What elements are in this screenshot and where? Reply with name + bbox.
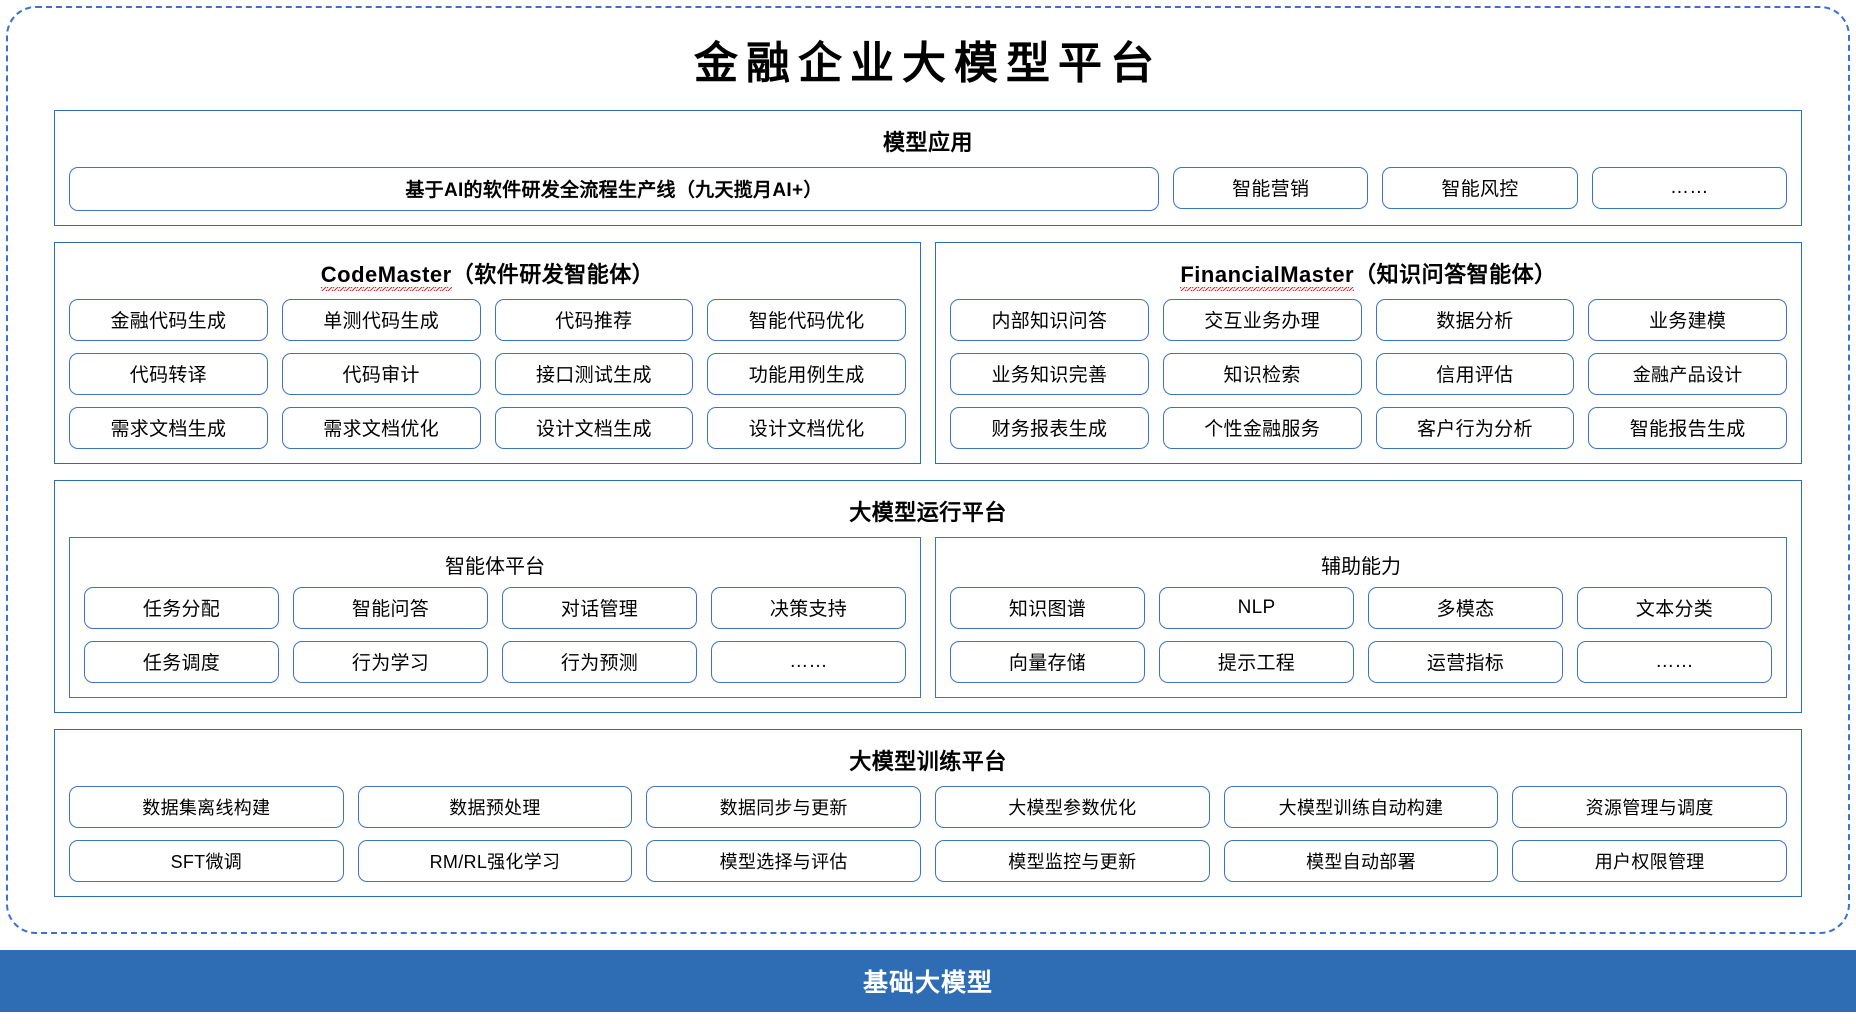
section-agents: CodeMaster（软件研发智能体） 金融代码生成 单测代码生成 代码推荐 智…: [54, 241, 1802, 464]
subpanel-auxiliary-capabilities: 辅助能力 知识图谱 NLP 多模态 文本分类 向量存储 提示工程 运营指标 ……: [935, 536, 1787, 698]
codemaster-row-3: 需求文档生成 需求文档优化 设计文档生成 设计文档优化: [69, 406, 906, 449]
auxiliary-row-1: 知识图谱 NLP 多模态 文本分类: [950, 586, 1772, 629]
agent-platform-item[interactable]: 智能问答: [293, 586, 488, 629]
training-item[interactable]: 数据同步与更新: [646, 785, 921, 828]
financialmaster-item[interactable]: 金融产品设计: [1588, 352, 1787, 395]
auxiliary-item[interactable]: 提示工程: [1159, 640, 1354, 683]
app-item-more[interactable]: ……: [1591, 166, 1787, 209]
training-item[interactable]: 大模型参数优化: [934, 785, 1210, 828]
financialmaster-item[interactable]: 交互业务办理: [1162, 298, 1362, 341]
panel-codemaster: CodeMaster（软件研发智能体） 金融代码生成 单测代码生成 代码推荐 智…: [54, 241, 921, 464]
agent-platform-item[interactable]: 对话管理: [502, 586, 697, 629]
financialmaster-row-1: 内部知识问答 交互业务办理 数据分析 业务建模: [950, 298, 1787, 341]
agent-platform-item[interactable]: 行为预测: [502, 640, 697, 683]
training-item[interactable]: SFT微调: [69, 839, 344, 882]
financialmaster-row-3: 财务报表生成 个性金融服务 客户行为分析 智能报告生成: [950, 406, 1787, 449]
model-application-row: 基于AI的软件研发全流程生产线（九天揽月AI+） 智能营销 智能风控 ……: [69, 166, 1787, 211]
agent-platform-row-2: 任务调度 行为学习 行为预测 ……: [84, 640, 906, 683]
auxiliary-item[interactable]: 运营指标: [1368, 640, 1563, 683]
auxiliary-item[interactable]: 多模态: [1368, 586, 1563, 629]
training-item[interactable]: 模型监控与更新: [934, 839, 1210, 882]
financialmaster-item[interactable]: 业务知识完善: [950, 352, 1149, 395]
training-item[interactable]: 用户权限管理: [1512, 839, 1787, 882]
financialmaster-item[interactable]: 客户行为分析: [1375, 406, 1575, 449]
agent-platform-item[interactable]: 决策支持: [711, 586, 906, 629]
training-item[interactable]: 模型自动部署: [1223, 839, 1499, 882]
agent-platform-item[interactable]: 任务分配: [84, 586, 279, 629]
training-item[interactable]: 大模型训练自动构建: [1223, 785, 1499, 828]
financialmaster-item[interactable]: 业务建模: [1588, 298, 1787, 341]
codemaster-row-2: 代码转译 代码审计 接口测试生成 功能用例生成: [69, 352, 906, 395]
auxiliary-item[interactable]: NLP: [1159, 586, 1354, 629]
agent-name-financialmaster: FinancialMaster: [1180, 261, 1355, 291]
app-banner-ai-pipeline[interactable]: 基于AI的软件研发全流程生产线（九天揽月AI+）: [69, 166, 1159, 211]
codemaster-item[interactable]: 接口测试生成: [494, 352, 694, 395]
auxiliary-item[interactable]: 知识图谱: [950, 586, 1145, 629]
codemaster-item[interactable]: 代码转译: [69, 352, 268, 395]
subpanel-agent-platform: 智能体平台 任务分配 智能问答 对话管理 决策支持 任务调度 行为学习 行为预测…: [69, 536, 921, 698]
codemaster-item[interactable]: 代码推荐: [494, 298, 694, 341]
agent-platform-row-1: 任务分配 智能问答 对话管理 决策支持: [84, 586, 906, 629]
training-row-2: SFT微调 RM/RL强化学习 模型选择与评估 模型监控与更新 模型自动部署 用…: [69, 839, 1787, 882]
codemaster-item[interactable]: 功能用例生成: [707, 352, 906, 395]
auxiliary-item[interactable]: 向量存储: [950, 640, 1145, 683]
section-model-application: 模型应用 基于AI的软件研发全流程生产线（九天揽月AI+） 智能营销 智能风控 …: [54, 109, 1802, 226]
training-item[interactable]: 数据集离线构建: [69, 785, 344, 828]
codemaster-item[interactable]: 单测代码生成: [281, 298, 481, 341]
financialmaster-row-2: 业务知识完善 知识检索 信用评估 金融产品设计: [950, 352, 1787, 395]
financialmaster-item[interactable]: 知识检索: [1162, 352, 1362, 395]
training-item[interactable]: 资源管理与调度: [1512, 785, 1787, 828]
training-row-1: 数据集离线构建 数据预处理 数据同步与更新 大模型参数优化 大模型训练自动构建 …: [69, 785, 1787, 828]
auxiliary-item[interactable]: 文本分类: [1577, 586, 1772, 629]
app-item-smart-marketing[interactable]: 智能营销: [1173, 166, 1369, 209]
section-title-model-application: 模型应用: [882, 129, 973, 155]
panel-financialmaster: FinancialMaster（知识问答智能体） 内部知识问答 交互业务办理 数…: [935, 241, 1802, 464]
codemaster-row-1: 金融代码生成 单测代码生成 代码推荐 智能代码优化: [69, 298, 906, 341]
agent-name-codemaster: CodeMaster: [320, 261, 452, 291]
panel-title-financialmaster: FinancialMaster（知识问答智能体）: [950, 253, 1787, 299]
financialmaster-item[interactable]: 个性金融服务: [1162, 406, 1362, 449]
auxiliary-row-2: 向量存储 提示工程 运营指标 ……: [950, 640, 1772, 683]
codemaster-item[interactable]: 代码审计: [281, 352, 481, 395]
codemaster-item[interactable]: 设计文档优化: [707, 406, 906, 449]
codemaster-item[interactable]: 需求文档生成: [69, 406, 268, 449]
codemaster-item[interactable]: 设计文档生成: [494, 406, 694, 449]
subpanel-title-auxiliary-capabilities: 辅助能力: [1321, 555, 1401, 578]
codemaster-item[interactable]: 智能代码优化: [707, 298, 906, 341]
codemaster-item[interactable]: 需求文档优化: [281, 406, 481, 449]
financialmaster-item[interactable]: 信用评估: [1375, 352, 1575, 395]
codemaster-item[interactable]: 金融代码生成: [69, 298, 268, 341]
agent-platform-item[interactable]: 任务调度: [84, 640, 279, 683]
financialmaster-item[interactable]: 内部知识问答: [950, 298, 1149, 341]
auxiliary-item-more[interactable]: ……: [1577, 640, 1772, 683]
financialmaster-item[interactable]: 智能报告生成: [1588, 406, 1787, 449]
section-title-training-platform: 大模型训练平台: [849, 748, 1007, 774]
base-model-band: 基础大模型: [0, 950, 1856, 1012]
runtime-subpanels: 智能体平台 任务分配 智能问答 对话管理 决策支持 任务调度 行为学习 行为预测…: [69, 536, 1787, 698]
agent-platform-item[interactable]: 行为学习: [293, 640, 488, 683]
section-runtime-platform: 大模型运行平台 智能体平台 任务分配 智能问答 对话管理 决策支持 任务调度 行…: [54, 479, 1802, 713]
agent-platform-item-more[interactable]: ……: [711, 640, 906, 683]
panel-title-codemaster: CodeMaster（软件研发智能体）: [69, 253, 906, 299]
training-item[interactable]: RM/RL强化学习: [357, 839, 633, 882]
financialmaster-item[interactable]: 数据分析: [1375, 298, 1575, 341]
financialmaster-item[interactable]: 财务报表生成: [950, 406, 1149, 449]
page-title: 金融企业大模型平台: [694, 39, 1162, 88]
training-item[interactable]: 模型选择与评估: [646, 839, 921, 882]
section-training-platform: 大模型训练平台 数据集离线构建 数据预处理 数据同步与更新 大模型参数优化 大模…: [54, 728, 1802, 897]
agent-suffix-financialmaster: （知识问答智能体）: [1354, 261, 1557, 287]
agent-suffix-codemaster: （软件研发智能体）: [451, 261, 655, 287]
subpanel-title-agent-platform: 智能体平台: [445, 555, 545, 578]
base-model-label: 基础大模型: [862, 969, 993, 997]
app-item-smart-risk-control[interactable]: 智能风控: [1382, 166, 1578, 209]
training-item[interactable]: 数据预处理: [357, 785, 633, 828]
section-title-runtime-platform: 大模型运行平台: [849, 499, 1007, 525]
outer-dashed-frame: 金融企业大模型平台 模型应用 基于AI的软件研发全流程生产线（九天揽月AI+） …: [6, 6, 1850, 934]
